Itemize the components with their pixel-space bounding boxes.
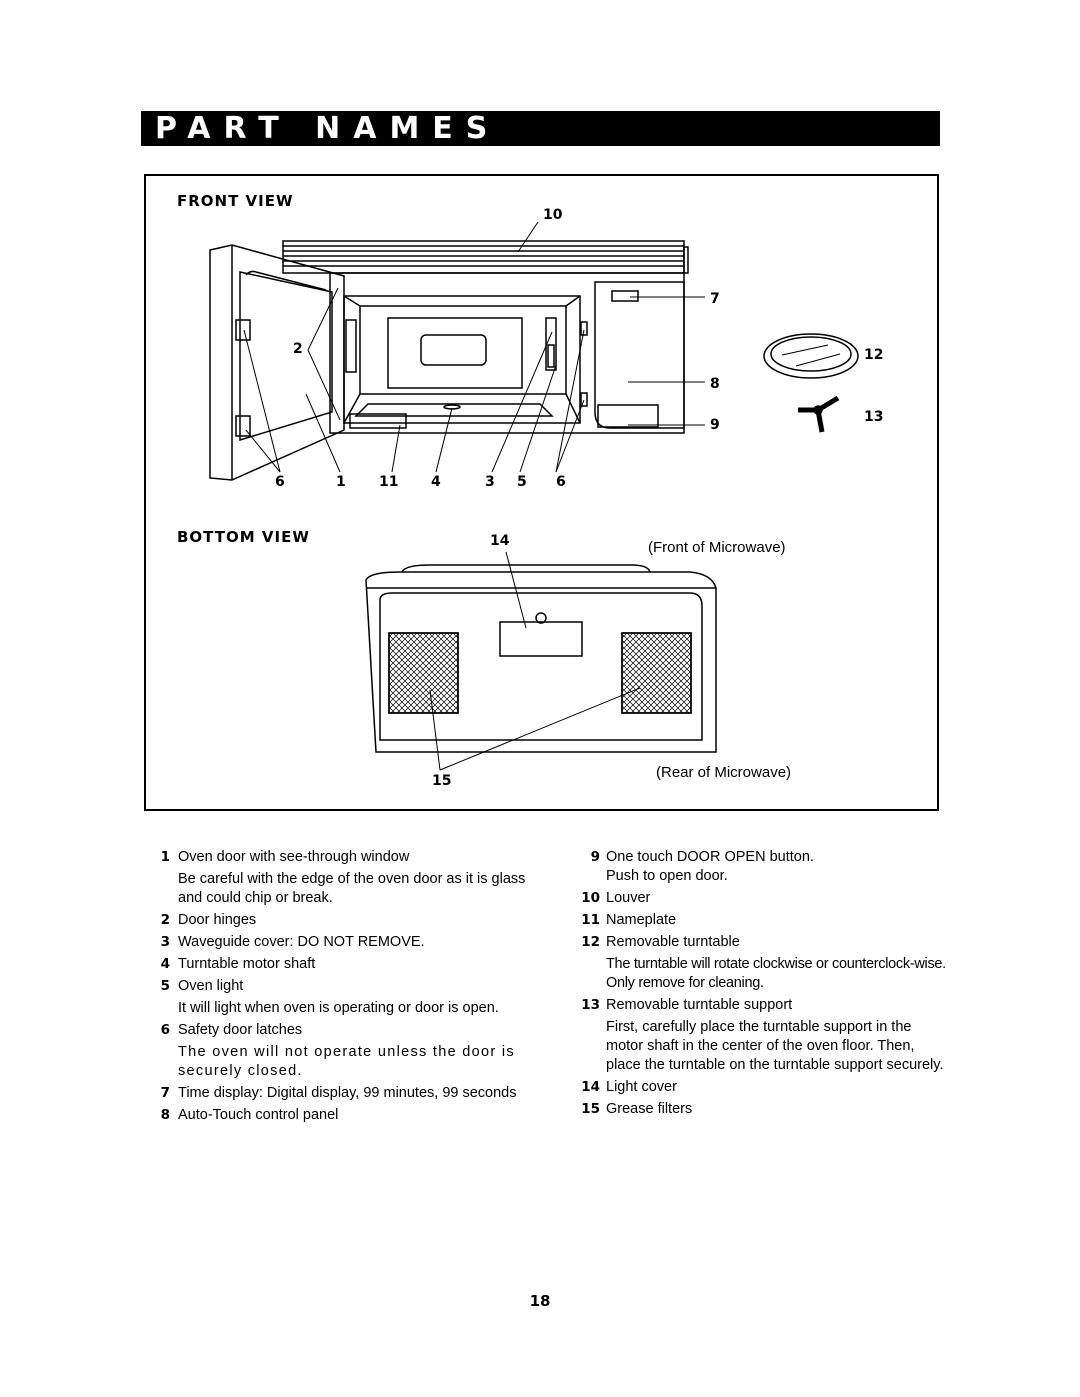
callout-5: 5 <box>517 474 527 490</box>
list-item: 11 Nameplate <box>581 912 677 928</box>
section-title-banner: PART NAMES <box>141 111 940 146</box>
page-number: 18 <box>529 1292 551 1310</box>
callout-8: 8 <box>710 376 720 392</box>
callout-10: 10 <box>543 207 563 223</box>
callout-3: 3 <box>485 474 495 490</box>
callout-2: 2 <box>293 341 303 357</box>
callout-15: 15 <box>432 773 452 789</box>
front-view-label: FRONT VIEW <box>177 192 294 210</box>
bottom-view-label: BOTTOM VIEW <box>177 528 310 546</box>
callout-9: 9 <box>710 417 720 433</box>
light-cover-shape <box>499 621 583 657</box>
control-panel <box>594 281 685 429</box>
list-item: 9 One touch DOOR OPEN button. Push to op… <box>590 849 814 884</box>
list-item: 12 Removable turntable The turntable wil… <box>581 934 946 991</box>
list-item: 2 Door hinges <box>160 912 257 928</box>
callout-13: 13 <box>864 409 884 425</box>
grease-filter-left <box>388 632 459 714</box>
callout-1: 1 <box>336 474 346 490</box>
list-item: 8 Auto-Touch control panel <box>160 1107 339 1123</box>
nameplate-shape <box>349 413 407 429</box>
callout-12: 12 <box>864 347 884 363</box>
callout-4: 4 <box>431 474 441 490</box>
list-item: 15 Grease filters <box>581 1101 693 1117</box>
list-item: 1 Oven door with see-through window Be c… <box>160 849 526 906</box>
callout-11: 11 <box>379 474 399 490</box>
list-item: 3 Waveguide cover: DO NOT REMOVE. <box>160 934 425 950</box>
list-item: 14 Light cover <box>581 1079 677 1095</box>
louver-illustration <box>282 240 689 274</box>
callout-6-left: 6 <box>275 474 285 490</box>
rear-of-microwave-caption: (Rear of Microwave) <box>656 764 792 781</box>
parts-list-right: 9 One touch DOOR OPEN button. Push to op… <box>581 848 950 1119</box>
diagram-frame <box>144 174 939 811</box>
list-item: 4 Turntable motor shaft <box>160 956 316 972</box>
bottom-view-illustration <box>365 551 717 771</box>
list-item: 6 Safety door latches The oven will not … <box>160 1022 515 1079</box>
turntable <box>763 333 859 379</box>
front-of-microwave-caption: (Front of Microwave) <box>648 539 786 556</box>
callout-14: 14 <box>490 533 510 549</box>
grease-filter-right <box>621 632 692 714</box>
list-item: 10 Louver <box>581 890 651 906</box>
callout-7: 7 <box>710 291 720 307</box>
list-item: 7 Time display: Digital display, 99 minu… <box>160 1085 517 1101</box>
parts-list-left: 1 Oven door with see-through window Be c… <box>160 848 552 1125</box>
list-item: 5 Oven light It will light when oven is … <box>160 978 499 1016</box>
turntable-support <box>798 395 840 433</box>
list-item: 13 Removable turntable support First, ca… <box>581 997 944 1073</box>
page-title: PART NAMES <box>155 111 501 146</box>
callout-6-right: 6 <box>556 474 566 490</box>
